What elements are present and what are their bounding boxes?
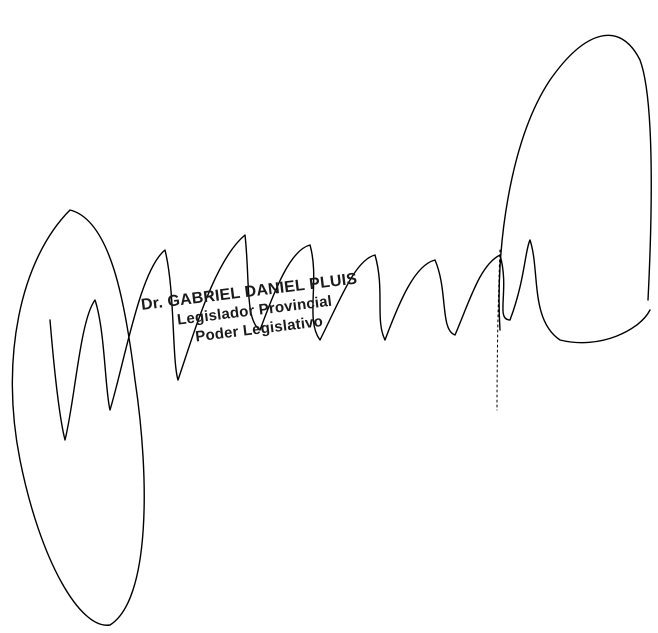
signature-left-loop	[11, 209, 145, 626]
signature-waves	[49, 234, 651, 441]
signature-tail	[496, 249, 501, 411]
signature-right-arc	[498, 34, 652, 331]
